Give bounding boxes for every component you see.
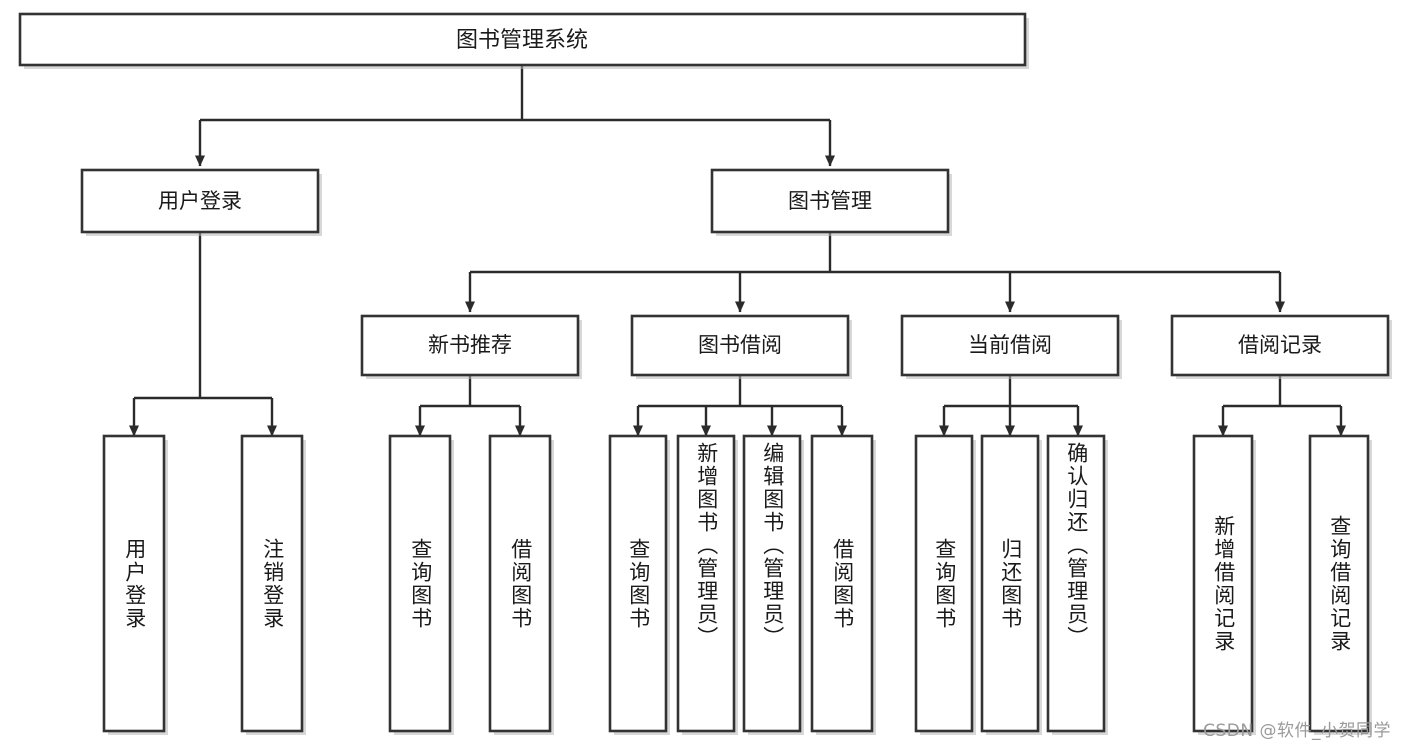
leaf-book-borrow-3[interactable] [742, 434, 804, 735]
node-book-management[interactable]: 图书管理 [710, 168, 952, 236]
leaf-current-borrow-3[interactable] [1046, 434, 1108, 735]
leaf-borrow-record-2[interactable] [1308, 434, 1372, 735]
leaf-book-borrow-1[interactable] [608, 434, 670, 735]
node-new-book-recommend[interactable]: 新书推荐 [360, 314, 582, 379]
leaf-book-borrow-4[interactable] [810, 434, 876, 735]
node-user-login[interactable]: 用户登录 [80, 168, 322, 236]
node-new-book-recommend-label: 新书推荐 [428, 333, 512, 357]
node-book-borrow[interactable]: 图书借阅 [630, 314, 852, 379]
leaf-user-login-2[interactable] [240, 434, 306, 735]
node-book-management-label: 图书管理 [788, 189, 872, 213]
leaf-user-login-1[interactable] [102, 434, 168, 735]
leaf-current-borrow-2[interactable] [980, 434, 1042, 735]
node-user-login-label: 用户登录 [158, 189, 242, 213]
node-root-book-management-system[interactable]: 图书管理系统 [18, 12, 1029, 69]
node-book-borrow-label: 图书借阅 [698, 333, 782, 357]
node-borrow-record-label: 借阅记录 [1238, 333, 1322, 357]
node-current-borrow-label: 当前借阅 [968, 333, 1052, 357]
node-root-label: 图书管理系统 [456, 28, 588, 53]
node-borrow-record[interactable]: 借阅记录 [1170, 314, 1392, 379]
leaf-current-borrow-1[interactable] [914, 434, 976, 735]
leaf-new-book-2[interactable] [488, 434, 554, 735]
node-current-borrow[interactable]: 当前借阅 [900, 314, 1122, 379]
watermark: CSDN @软件_小贺同学 [1203, 721, 1391, 741]
leaf-borrow-record-1[interactable] [1192, 434, 1256, 735]
connector-layer [129, 65, 1346, 437]
leaf-new-book-1[interactable] [388, 434, 454, 735]
leaf-book-borrow-2[interactable] [676, 434, 738, 735]
